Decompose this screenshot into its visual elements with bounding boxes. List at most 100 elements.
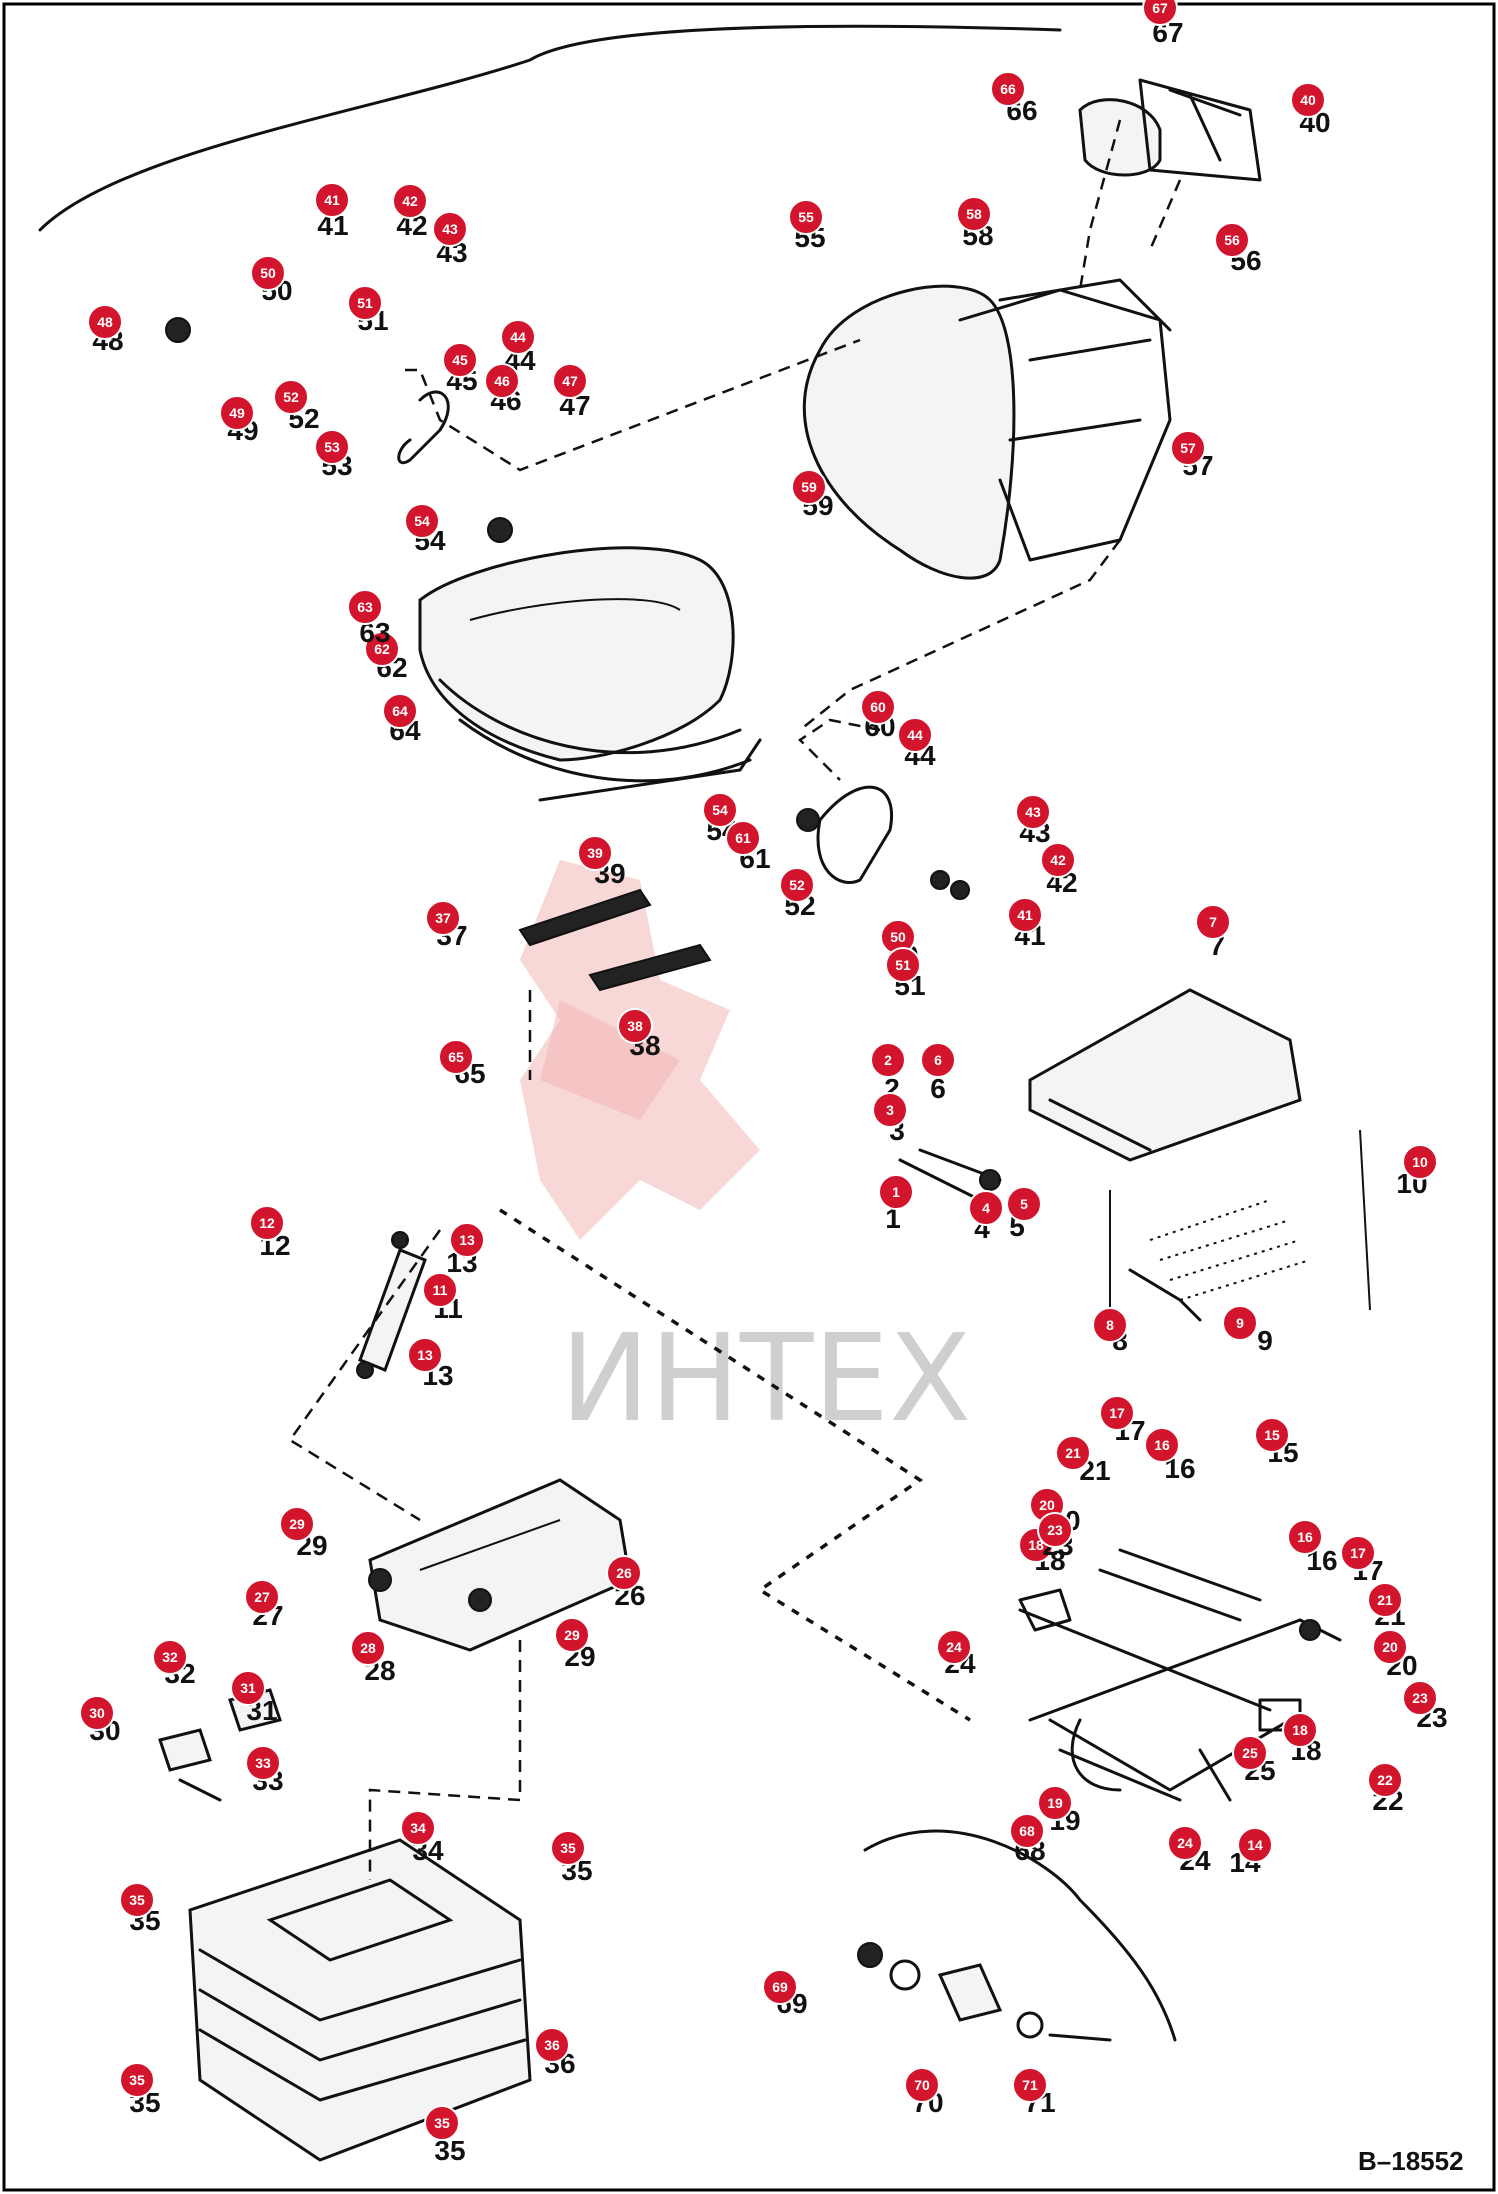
part-badge-66[interactable]: 66 [990, 71, 1026, 107]
part-badge-60[interactable]: 60 [860, 689, 896, 725]
part-badge-11[interactable]: 11 [422, 1272, 458, 1308]
part-badge-22[interactable]: 22 [1367, 1762, 1403, 1798]
part-badge-44[interactable]: 44 [897, 717, 933, 753]
part-badge-10[interactable]: 10 [1402, 1144, 1438, 1180]
part-badge-46[interactable]: 46 [484, 363, 520, 399]
part-badge-61[interactable]: 61 [725, 820, 761, 856]
part-badge-51[interactable]: 51 [347, 285, 383, 321]
part-badge-18[interactable]: 18 [1282, 1712, 1318, 1748]
part-badge-27[interactable]: 27 [244, 1579, 280, 1615]
part-badge-41[interactable]: 41 [314, 182, 350, 218]
part-badge-54[interactable]: 54 [702, 792, 738, 828]
part-badge-5[interactable]: 5 [1006, 1186, 1042, 1222]
part-badge-57[interactable]: 57 [1170, 430, 1206, 466]
part-badge-23[interactable]: 23 [1037, 1512, 1073, 1548]
part-badge-21[interactable]: 21 [1055, 1435, 1091, 1471]
part-badge-53[interactable]: 53 [314, 429, 350, 465]
part-badge-30[interactable]: 30 [79, 1695, 115, 1731]
part-badge-51[interactable]: 51 [885, 947, 921, 983]
part-badge-34[interactable]: 34 [400, 1810, 436, 1846]
part-badge-16[interactable]: 16 [1287, 1519, 1323, 1555]
part-badge-3[interactable]: 3 [872, 1092, 908, 1128]
part-badge-28[interactable]: 28 [350, 1630, 386, 1666]
part-badge-25[interactable]: 25 [1232, 1735, 1268, 1771]
part-badge-50[interactable]: 50 [250, 255, 286, 291]
part-badge-1[interactable]: 1 [878, 1174, 914, 1210]
part-badge-31[interactable]: 31 [230, 1670, 266, 1706]
part-badge-64[interactable]: 64 [382, 693, 418, 729]
part-badge-59[interactable]: 59 [791, 469, 827, 505]
part-badge-8[interactable]: 8 [1092, 1307, 1128, 1343]
part-badge-12[interactable]: 12 [249, 1205, 285, 1241]
part-badge-52[interactable]: 52 [273, 379, 309, 415]
part-badge-67[interactable]: 67 [1142, 0, 1178, 26]
part-badge-38[interactable]: 38 [617, 1008, 653, 1044]
part-badge-32[interactable]: 32 [152, 1639, 188, 1675]
part-badge-7[interactable]: 7 [1195, 904, 1231, 940]
part-badge-20[interactable]: 20 [1372, 1629, 1408, 1665]
part-badge-47[interactable]: 47 [552, 363, 588, 399]
part-badge-63[interactable]: 63 [347, 589, 383, 625]
part-badge-26[interactable]: 26 [606, 1555, 642, 1591]
part-badge-65[interactable]: 65 [438, 1039, 474, 1075]
part-badge-69[interactable]: 69 [762, 1969, 798, 2005]
part-badge-54[interactable]: 54 [404, 503, 440, 539]
part-badge-35[interactable]: 35 [550, 1830, 586, 1866]
part-badge-29[interactable]: 29 [279, 1506, 315, 1542]
part-badge-29[interactable]: 29 [554, 1617, 590, 1653]
part-badge-4[interactable]: 4 [968, 1190, 1004, 1226]
part-badge-6[interactable]: 6 [920, 1042, 956, 1078]
part-badge-35[interactable]: 35 [119, 2062, 155, 2098]
part-badge-14[interactable]: 14 [1237, 1827, 1273, 1863]
part-badge-48[interactable]: 48 [87, 304, 123, 340]
part-badge-56[interactable]: 56 [1214, 222, 1250, 258]
part-badge-16[interactable]: 16 [1144, 1427, 1180, 1463]
part-badge-9[interactable]: 9 [1222, 1305, 1258, 1341]
part-badge-52[interactable]: 52 [779, 867, 815, 903]
bracket-lines [1109, 1129, 1371, 1320]
part-badge-24[interactable]: 24 [936, 1629, 972, 1665]
part-badge-17[interactable]: 17 [1340, 1535, 1376, 1571]
part-badge-41[interactable]: 41 [1007, 897, 1043, 933]
part-badge-42[interactable]: 42 [1040, 842, 1076, 878]
part-badge-13[interactable]: 13 [407, 1337, 443, 1373]
part-badge-44[interactable]: 44 [500, 319, 536, 355]
part-badge-23[interactable]: 23 [1402, 1680, 1438, 1716]
part-badge-15[interactable]: 15 [1254, 1417, 1290, 1453]
part-badge-35[interactable]: 35 [424, 2105, 460, 2141]
part-badge-40[interactable]: 40 [1290, 82, 1326, 118]
part-badge-35[interactable]: 35 [119, 1882, 155, 1918]
part-badge-37[interactable]: 37 [425, 900, 461, 936]
part-badge-13[interactable]: 13 [449, 1222, 485, 1258]
part-badge-42[interactable]: 42 [392, 183, 428, 219]
watermark-text: ИНТЕХ [560, 1310, 971, 1449]
svg-text:25: 25 [1242, 1745, 1258, 1761]
part-badge-21[interactable]: 21 [1367, 1582, 1403, 1618]
part-badge-71[interactable]: 71 [1012, 2067, 1048, 2103]
part-badge-2[interactable]: 2 [870, 1042, 906, 1078]
part-badge-33[interactable]: 33 [245, 1745, 281, 1781]
part-badge-68[interactable]: 68 [1009, 1813, 1045, 1849]
part-badge-43[interactable]: 43 [432, 211, 468, 247]
part-badge-19[interactable]: 19 [1037, 1785, 1073, 1821]
part-badge-70[interactable]: 70 [904, 2067, 940, 2103]
part-badge-43[interactable]: 43 [1015, 794, 1051, 830]
part-badge-49[interactable]: 49 [219, 395, 255, 431]
part-badge-58[interactable]: 58 [956, 196, 992, 232]
part-badge-24[interactable]: 24 [1167, 1825, 1203, 1861]
part-badge-39[interactable]: 39 [577, 835, 613, 871]
part-badge-36[interactable]: 36 [534, 2027, 570, 2063]
part-badge-55[interactable]: 55 [788, 199, 824, 235]
part-badge-17[interactable]: 17 [1099, 1395, 1135, 1431]
svg-text:54: 54 [414, 513, 430, 529]
part-badge-45[interactable]: 45 [442, 342, 478, 378]
part-badge-62[interactable]: 62 [364, 631, 400, 667]
part-badge-20[interactable]: 20 [1029, 1487, 1065, 1523]
